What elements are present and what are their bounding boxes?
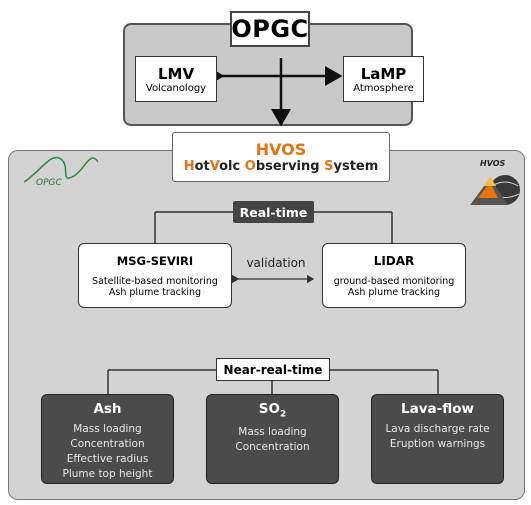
- hvos-name-part: bserving: [255, 159, 325, 174]
- realtime-header: Real-time: [233, 201, 314, 223]
- ash-box: Ash Mass loading Concentration Effective…: [41, 394, 174, 484]
- lava-flow-title: Lava-flow: [401, 401, 474, 417]
- opgc-logo-swoosh: [23, 156, 99, 183]
- near-real-time-header: Near-real-time: [216, 358, 330, 381]
- near-real-time-label: Near-real-time: [223, 362, 323, 377]
- lmv-box: LMV Volcanology: [135, 56, 217, 102]
- hvos-name-part: ystem: [333, 159, 379, 174]
- hvos-name-part: olc: [219, 159, 245, 174]
- ash-line: Plume top height: [62, 468, 153, 480]
- ash-title: Ash: [93, 401, 122, 417]
- validation-label: validation: [246, 256, 306, 270]
- msg-seviri-box: MSG-SEVIRI Satellite-based monitoring As…: [78, 243, 232, 308]
- hvos-box: HVOS HotVolc Observing System: [172, 132, 390, 182]
- ash-line: Concentration: [70, 438, 145, 450]
- lidar-box: LIDAR ground-based monitoring Ash plume …: [322, 243, 466, 308]
- hvos-logo-icon: [470, 175, 520, 205]
- opgc-logo-text: OPGC: [36, 178, 62, 188]
- opgc-title: OPGC: [231, 15, 309, 43]
- so2-line: Mass loading: [238, 425, 307, 438]
- hvos-title: HVOS: [255, 140, 307, 159]
- hvos-name-part: ot: [194, 159, 210, 174]
- so2-line: Concentration: [235, 440, 310, 453]
- lidar-line: ground-based monitoring: [333, 275, 455, 287]
- lmv-subtitle: Volcanology: [145, 82, 207, 94]
- hvos-logo-label: HVOS: [480, 159, 506, 168]
- lidar-title: LIDAR: [373, 253, 415, 268]
- lava-flow-line: Eruption warnings: [389, 438, 486, 450]
- hvos-accent-letter: S: [324, 159, 334, 174]
- hvos-accent-letter: H: [183, 159, 195, 174]
- hvos-accent-letter: O: [244, 159, 256, 174]
- so2-box: SO2 Mass loading Concentration: [206, 394, 339, 484]
- ash-line: Effective radius: [66, 453, 149, 465]
- msg-seviri-line: Ash plume tracking: [108, 286, 202, 298]
- lamp-subtitle: Atmosphere: [353, 82, 414, 94]
- lava-flow-box: Lava-flow Lava discharge rate Eruption w…: [371, 394, 504, 484]
- lava-flow-line: Lava discharge rate: [385, 423, 490, 435]
- msg-seviri-title: MSG-SEVIRI: [116, 253, 194, 268]
- opgc-box: OPGC: [230, 11, 310, 47]
- hvos-full-name: HotVolc Observing System: [184, 159, 379, 174]
- msg-seviri-line: Satellite-based monitoring: [92, 275, 218, 287]
- lidar-line: Ash plume tracking: [347, 286, 441, 298]
- so2-title: SO2: [258, 401, 287, 420]
- lmv-title: LMV: [157, 64, 195, 83]
- ash-line: Mass loading: [73, 423, 142, 435]
- hvos-accent-letter: V: [209, 159, 220, 174]
- lamp-title: LaMP: [360, 64, 407, 83]
- lamp-box: LaMP Atmosphere: [343, 56, 424, 102]
